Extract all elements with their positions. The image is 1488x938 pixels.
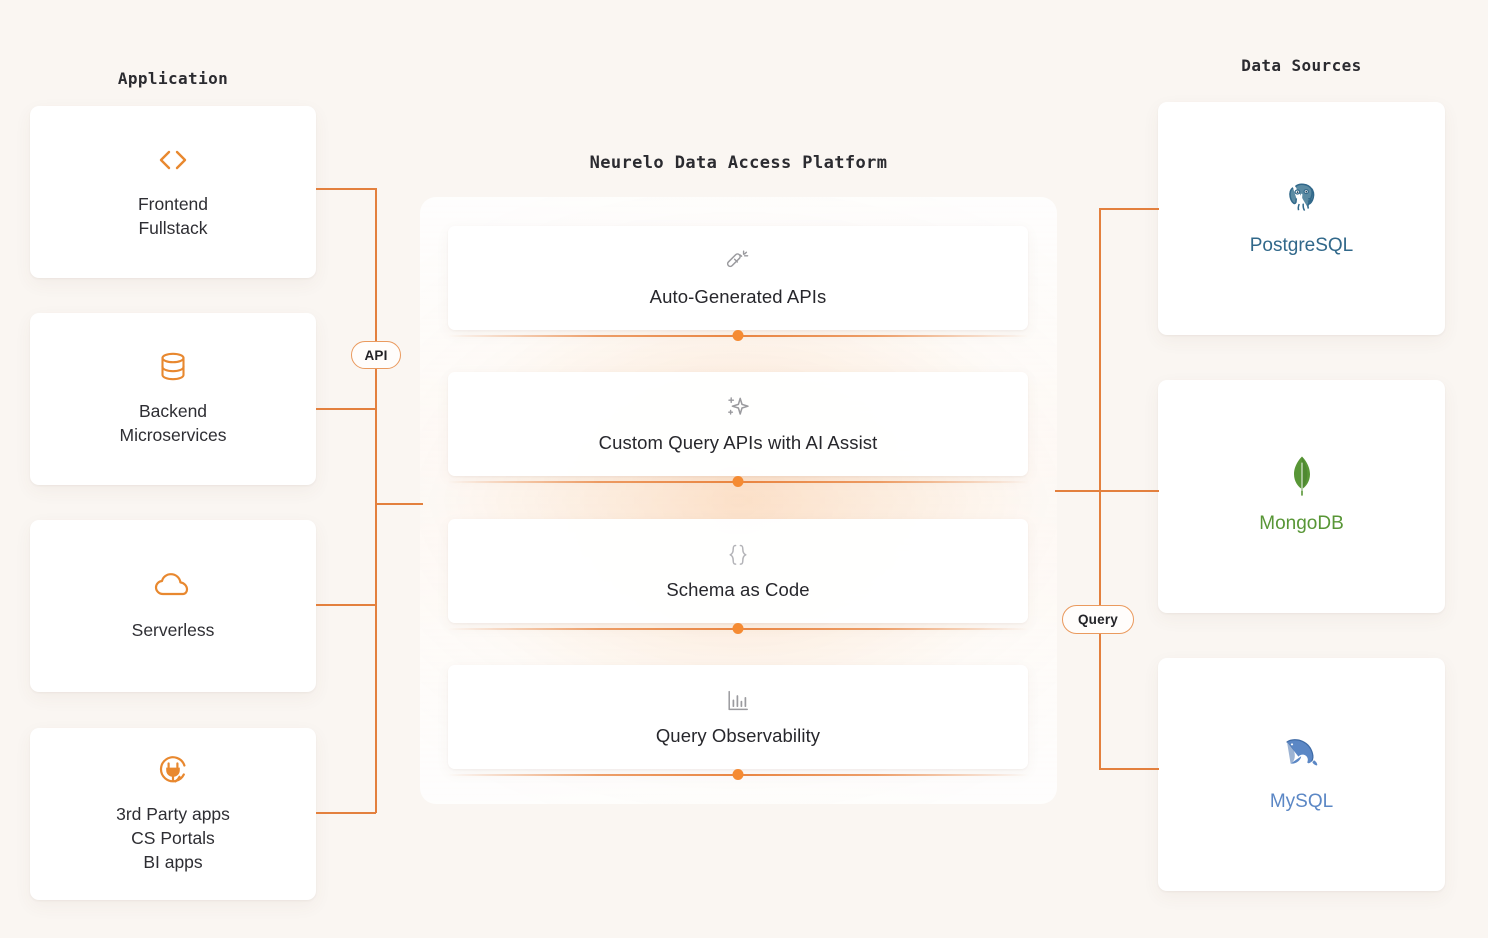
data-source-card-mysql[interactable]: MySQL [1158, 658, 1445, 891]
magic-wand-icon [725, 248, 751, 276]
data-sources-column-heading: Data Sources [1241, 56, 1362, 75]
curly-braces-icon [724, 541, 752, 569]
postgresql-elephant-icon [1282, 178, 1322, 218]
feature-card-auto-generated-apis[interactable]: Auto-Generated APIs [448, 226, 1028, 330]
platform-heading: Neurelo Data Access Platform [589, 153, 888, 173]
application-card-frontend[interactable]: Frontend Fullstack [30, 106, 316, 278]
data-source-card-mongodb[interactable]: MongoDB [1158, 380, 1445, 613]
data-source-card-label: PostgreSQL [1249, 235, 1354, 257]
application-card-label: Serverless [131, 620, 215, 641]
plug-circle-icon [157, 753, 189, 787]
data-source-card-postgresql[interactable]: PostgreSQL [1158, 102, 1445, 335]
connector-left-branch-serverless [316, 604, 376, 606]
sparkles-icon [725, 394, 751, 422]
application-card-label: Backend Microservices [119, 401, 227, 445]
connector-right-branch-mysql [1099, 768, 1159, 770]
application-card-label: Frontend Fullstack [137, 194, 209, 238]
connector-left-branch-backend [316, 408, 376, 410]
mysql-dolphin-icon [1281, 734, 1323, 774]
connector-right-trunk [1099, 208, 1101, 769]
application-card-third-party[interactable]: 3rd Party apps CS Portals BI apps [30, 728, 316, 900]
feature-card-label: Custom Query APIs with AI Assist [598, 432, 878, 453]
feature-card-custom-query-apis[interactable]: Custom Query APIs with AI Assist [448, 372, 1028, 476]
code-brackets-icon [156, 143, 190, 177]
bar-chart-icon [726, 687, 750, 715]
feature-card-schema-as-code[interactable]: Schema as Code [448, 519, 1028, 623]
cloud-icon [154, 569, 192, 603]
mongodb-leaf-icon [1289, 456, 1315, 496]
application-card-serverless[interactable]: Serverless [30, 520, 316, 692]
connector-left-to-platform [375, 503, 423, 505]
connector-left-branch-thirdparty [316, 812, 376, 814]
connector-left-trunk [375, 188, 377, 813]
feature-card-label: Query Observability [655, 725, 821, 746]
data-source-card-label: MongoDB [1259, 513, 1344, 535]
feature-card-label: Auto-Generated APIs [649, 286, 827, 307]
application-card-backend[interactable]: Backend Microservices [30, 313, 316, 485]
badge-api[interactable]: API [351, 341, 401, 369]
connector-right-to-platform [1055, 490, 1101, 492]
application-card-label: 3rd Party apps CS Portals BI apps [116, 804, 230, 872]
application-column-heading: Application [117, 69, 229, 88]
connector-left-branch-frontend [316, 188, 376, 190]
database-icon [159, 350, 187, 384]
feature-card-query-observability[interactable]: Query Observability [448, 665, 1028, 769]
feature-card-label: Schema as Code [666, 579, 810, 600]
connector-right-branch-postgresql [1099, 208, 1159, 210]
connector-right-branch-mongodb [1099, 490, 1159, 492]
data-source-card-label: MySQL [1269, 791, 1334, 813]
badge-query[interactable]: Query [1062, 605, 1134, 634]
